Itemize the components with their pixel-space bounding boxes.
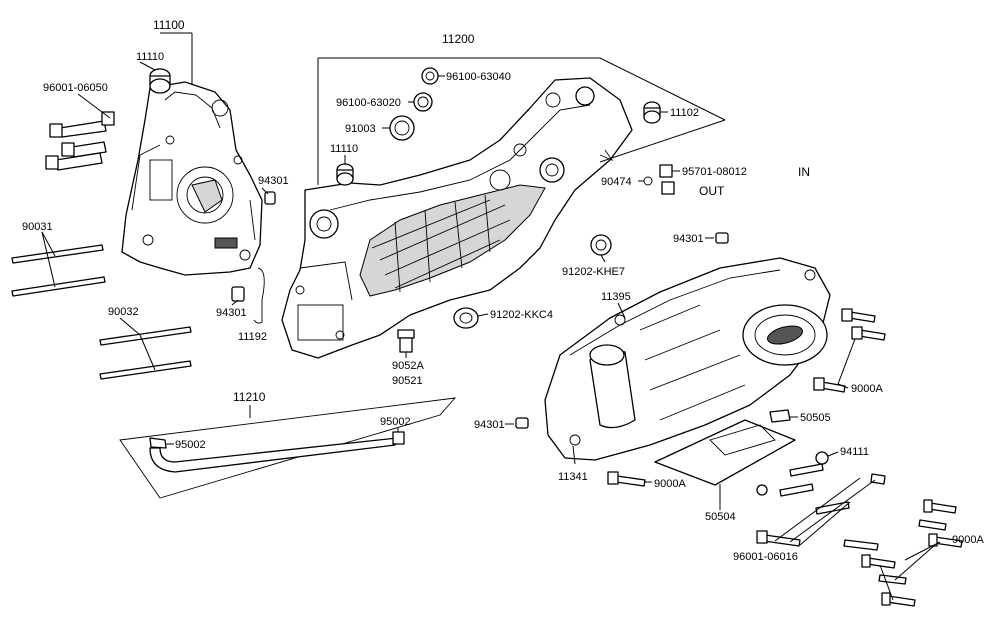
label-OUT: OUT — [699, 184, 725, 198]
label-96100-63040: 96100-63040 — [446, 71, 511, 83]
label-95002-b: 95002 — [380, 416, 411, 428]
bushing-11110-mid — [336, 163, 354, 186]
label-91202-KKC4: 91202-KKC4 — [490, 309, 553, 321]
studs-90031 — [11, 244, 106, 297]
label-94301-d: 94301 — [474, 419, 505, 431]
label-11341: 11341 — [558, 471, 588, 483]
label-91202-KHE7: 91202-KHE7 — [562, 266, 625, 278]
studs-90032 — [99, 326, 192, 380]
label-11200: 11200 — [442, 32, 475, 46]
cover-bolts-9000A — [607, 308, 963, 607]
clip-11192 — [253, 267, 265, 324]
label-95701-08012: 95701-08012 — [682, 166, 747, 178]
label-9052A: 9052A — [392, 360, 424, 372]
label-96001-06050: 96001-06050 — [43, 82, 108, 94]
label-90032: 90032 — [108, 306, 139, 318]
leader-lines — [41, 32, 941, 601]
dowel-pins-94301 — [231, 191, 729, 429]
bushing-11110-left — [149, 68, 171, 94]
label-11102: 11102 — [670, 107, 699, 119]
left-crankcase-11100 — [121, 81, 263, 276]
label-50504: 50504 — [705, 511, 736, 523]
filter-cover-50504 — [654, 409, 796, 486]
label-11100: 11100 — [153, 18, 185, 32]
breather-fittings — [643, 164, 675, 195]
bolts-96001-06050 — [45, 111, 115, 171]
label-90521: 90521 — [392, 375, 423, 387]
drain-plug-9052A — [397, 329, 415, 353]
part-number-labels: 11100 11110 96001-06050 90031 90032 9430… — [22, 18, 984, 563]
right-crankcase-11200 — [281, 77, 633, 359]
label-50505: 50505 — [800, 412, 831, 424]
bushing-11102 — [643, 101, 661, 124]
label-94111: 94111 — [840, 446, 869, 458]
label-95002-a: 95002 — [175, 439, 206, 451]
label-94301-b: 94301 — [216, 307, 247, 319]
label-11192: 11192 — [238, 331, 267, 343]
label-90474: 90474 — [601, 176, 632, 188]
label-11395: 11395 — [601, 291, 631, 303]
breather-tube-11210 — [119, 397, 457, 499]
label-94301-c: 94301 — [673, 233, 704, 245]
label-9000A-b: 9000A — [654, 478, 686, 490]
washer-94111 — [756, 451, 829, 496]
label-11210: 11210 — [233, 390, 266, 404]
label-96001-06016: 96001-06016 — [733, 551, 798, 563]
label-11110-mid: 11110 — [330, 143, 358, 155]
label-91003: 91003 — [345, 123, 376, 135]
label-9000A-a: 9000A — [851, 383, 883, 395]
label-11110-left: 11110 — [136, 51, 164, 63]
label-9000A-c: 9000A — [952, 534, 984, 546]
label-IN: IN — [798, 165, 810, 179]
label-90031: 90031 — [22, 221, 53, 233]
label-94301-a: 94301 — [258, 175, 289, 187]
cvt-cover-11395 — [544, 257, 831, 461]
label-96100-63020: 96100-63020 — [336, 97, 401, 109]
